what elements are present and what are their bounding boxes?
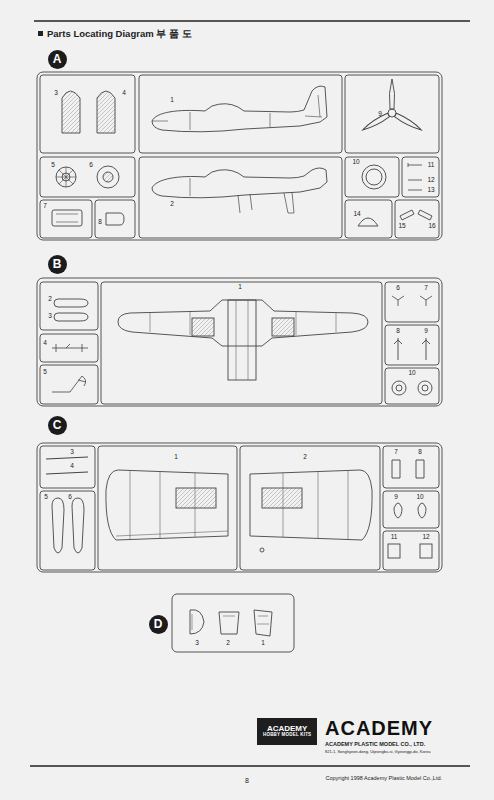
part-number: 9: [394, 494, 398, 501]
part-number: 8: [418, 449, 422, 456]
part-number: 9: [424, 328, 428, 335]
sprue-letter-text: C: [53, 419, 62, 432]
part-number: 2: [170, 201, 174, 208]
part-number: 4: [43, 340, 47, 347]
logo-box: ACADEMYHOBBY MODEL KITS: [257, 718, 317, 745]
part-number: 10: [416, 494, 423, 501]
diagram-title: Parts Locating Diagram 부 품 도: [47, 29, 192, 39]
part-number: 5: [43, 369, 47, 376]
sprue-letter-text: B: [53, 258, 62, 271]
part-number: 8: [98, 219, 102, 226]
part-number: 8: [396, 328, 400, 335]
part-number: 3: [54, 90, 58, 97]
part-number: 1: [170, 97, 174, 104]
part-number: 10: [352, 159, 359, 166]
sprue-letter-text: A: [53, 53, 62, 66]
part-number: 7: [424, 285, 428, 292]
part-number: 2: [48, 296, 52, 303]
part-number: 3: [195, 640, 199, 647]
part-number: 7: [394, 449, 398, 456]
sprue-letter: B: [48, 255, 67, 274]
part-number: 1: [261, 640, 265, 647]
copyright-note: Copyright 1998 Academy Plastic Model Co.…: [326, 776, 442, 782]
part-number: 1: [174, 454, 178, 461]
part-number: 4: [122, 90, 126, 97]
brand-name: ACADEMY: [267, 725, 307, 733]
part-number: 11: [391, 534, 398, 541]
part-number: 1: [238, 284, 242, 291]
part-number: 14: [353, 211, 360, 218]
part-number: 2: [303, 454, 307, 461]
sprue-letter-text: D: [154, 618, 163, 631]
part-number: 11: [428, 162, 435, 169]
part-number: 7: [43, 203, 47, 210]
brand-tagline: HOBBY MODEL KITS: [263, 733, 311, 738]
part-number: 6: [68, 494, 72, 501]
part-number: 3: [70, 449, 74, 456]
sprue-letter: C: [48, 416, 67, 435]
part-number: 4: [70, 463, 74, 470]
part-number: 12: [427, 177, 434, 184]
part-number: 6: [89, 162, 93, 169]
company-address: 821-1, Songhyeon-dong, Uijeongbu-si, Gye…: [325, 750, 430, 754]
part-number: 5: [44, 494, 48, 501]
brand-logotype: ACADEMY: [325, 718, 433, 738]
part-number: 15: [398, 223, 405, 230]
company-name: ACADEMY PLASTIC MODEL CO., LTD.: [325, 742, 425, 748]
part-number: 2: [226, 640, 230, 647]
sprue-letter: A: [48, 50, 67, 69]
part-number: 9: [378, 111, 382, 118]
part-number: 6: [396, 285, 400, 292]
part-number: 12: [422, 534, 429, 541]
page-number: 8: [245, 777, 249, 784]
sprue-letter: D: [149, 615, 168, 634]
part-number: 5: [51, 162, 55, 169]
part-number: 3: [48, 313, 52, 320]
part-number: 16: [428, 223, 435, 230]
part-number: 13: [427, 187, 434, 194]
part-number: 10: [408, 370, 415, 377]
